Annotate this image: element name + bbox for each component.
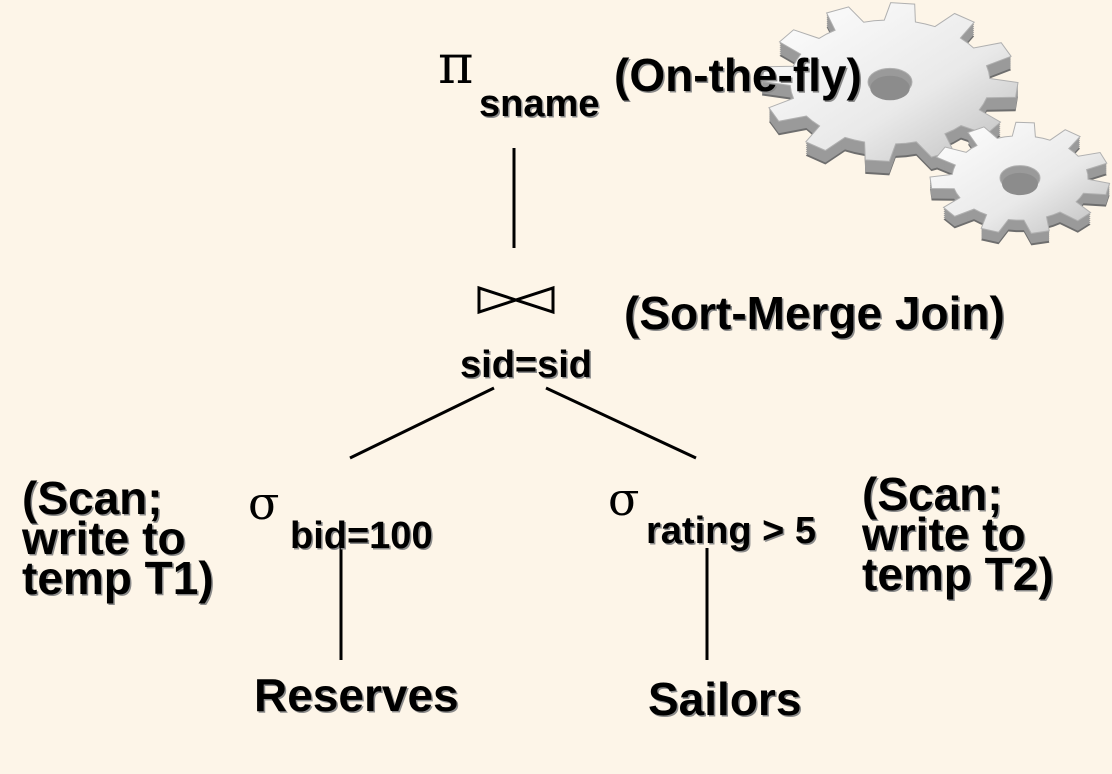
relation-reserves: Reserves — [254, 669, 459, 721]
edge-join-left — [349, 386, 495, 460]
join-annotation: (Sort-Merge Join) — [624, 287, 1005, 339]
right-select-annotation: (Scan; write to temp T2) — [862, 468, 1054, 600]
relation-sailors: Sailors — [648, 673, 802, 725]
small-gear-icon — [929, 121, 1111, 246]
join-condition: sid=sid — [460, 344, 592, 386]
right-annotation-line: temp T2) — [862, 548, 1054, 600]
large-gear-icon — [761, 2, 1019, 176]
left-select-annotation: (Scan; write to temp T1) — [22, 472, 214, 604]
left-annotation-line: temp T1) — [22, 552, 214, 604]
left-annotation-line: (Scan; — [22, 472, 163, 524]
left-annotation-line: write to — [22, 512, 186, 564]
left-select-symbol: σ — [248, 476, 280, 530]
left-select-condition: bid=100 — [290, 515, 433, 557]
gears-icon — [761, 2, 1111, 246]
right-annotation-line: write to — [862, 508, 1026, 560]
right-select-symbol: σ — [608, 472, 640, 526]
edge-join-right — [545, 386, 697, 460]
projection-attribute: sname — [479, 83, 600, 125]
right-select-condition: rating > 5 — [646, 510, 816, 552]
projection-annotation: (On-the-fly) — [614, 49, 862, 101]
right-annotation-line: (Scan; — [862, 468, 1003, 520]
join-bowtie-icon — [477, 285, 555, 315]
projection-symbol: π — [438, 33, 474, 96]
